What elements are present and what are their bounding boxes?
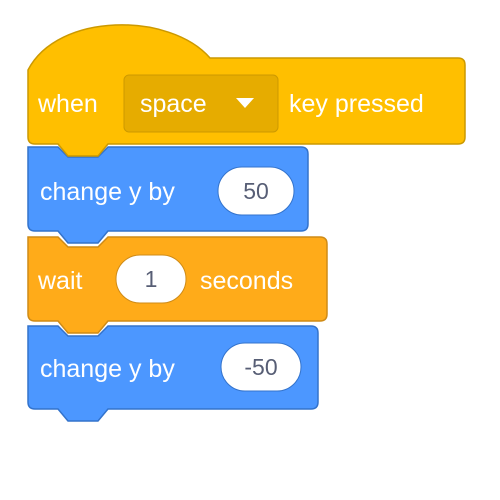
change-y-block-2-input[interactable] — [220, 342, 302, 392]
when-key-pressed-hat-block[interactable]: when space key pressed — [27, 24, 466, 157]
key-dropdown-value: space — [140, 90, 207, 118]
wait-block-unit-label: seconds — [200, 267, 293, 295]
hat-block-key-pressed-label: key pressed — [289, 90, 424, 118]
change-y-block-1[interactable]: change y by 50 — [27, 146, 309, 244]
change-y-block-2[interactable]: change y by -50 — [27, 325, 319, 422]
change-y-block-1-value: 50 — [243, 178, 269, 204]
wait-seconds-value: 1 — [145, 266, 158, 292]
wait-block-label: wait — [37, 267, 83, 295]
wait-seconds-input[interactable] — [115, 254, 187, 304]
key-dropdown[interactable]: space — [123, 74, 279, 133]
change-y-block-2-value: -50 — [244, 354, 277, 380]
wait-block[interactable]: wait 1 seconds — [27, 236, 328, 334]
change-y-block-1-label: change y by — [40, 178, 175, 206]
change-y-block-1-input[interactable] — [217, 166, 295, 216]
hat-block-when-label: when — [37, 90, 98, 118]
triangle-down-icon — [236, 98, 254, 108]
change-y-block-2-label: change y by — [40, 355, 175, 383]
key-dropdown-field[interactable] — [123, 74, 279, 133]
